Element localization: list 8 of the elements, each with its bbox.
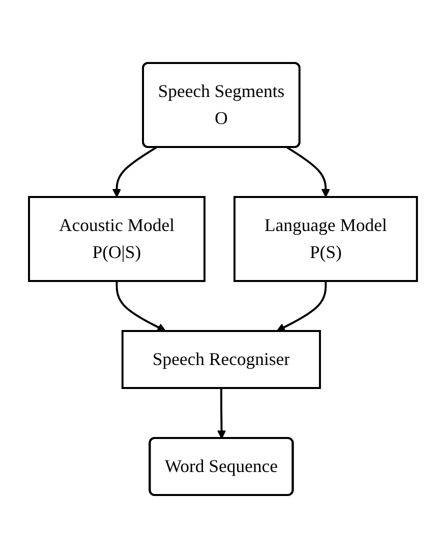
node-box: Language Model P(S)	[234, 196, 418, 282]
node-box: Acoustic Model P(O|S)	[28, 196, 206, 282]
arrow	[286, 146, 330, 198]
node-box: Speech Recogniser	[122, 330, 321, 389]
arrow	[217, 388, 226, 439]
arrow	[116, 281, 166, 332]
arrow	[276, 281, 327, 332]
arrow	[112, 146, 157, 198]
